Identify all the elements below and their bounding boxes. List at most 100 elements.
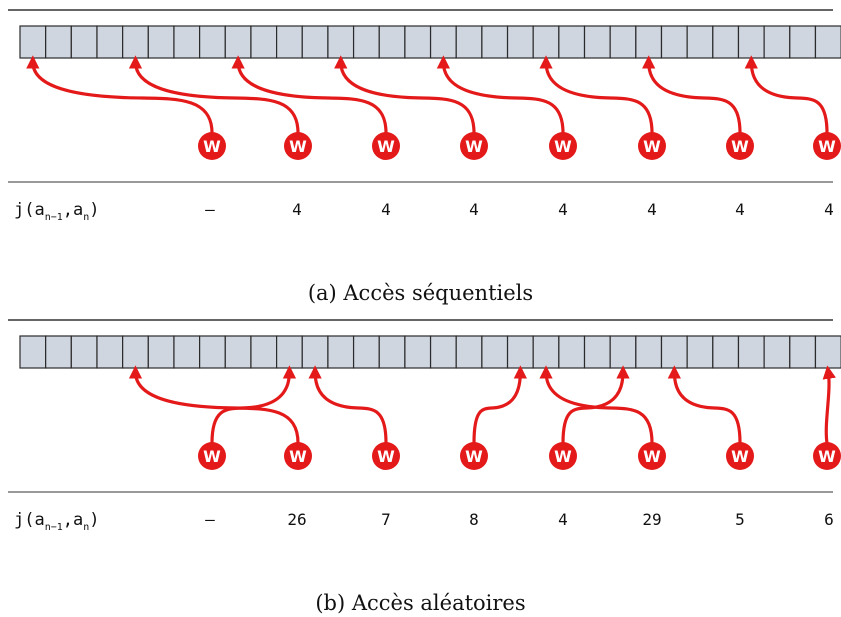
writer-badge-letter: W — [465, 447, 483, 466]
memory-cell — [660, 335, 688, 369]
access-arrow — [641, 55, 742, 135]
writer-badge-icon: W — [372, 442, 400, 470]
writer-badge-icon: W — [638, 132, 666, 160]
distance-value: 4 — [735, 200, 745, 219]
distance-value: – — [205, 510, 215, 529]
memory-cell — [686, 25, 714, 59]
access-arrow — [231, 55, 388, 135]
memory-cell — [737, 335, 765, 369]
memory-cell — [173, 335, 201, 369]
distance-value: 8 — [469, 510, 479, 529]
writer-badge-letter: W — [731, 137, 749, 156]
memory-cell — [70, 335, 98, 369]
writer-badge-icon: W — [284, 132, 312, 160]
distance-value: 7 — [381, 510, 391, 529]
memory-cell — [96, 335, 124, 369]
memory-cell — [814, 335, 841, 369]
writer-badge-icon: W — [372, 132, 400, 160]
access-arrow — [822, 365, 836, 445]
writer-badge-icon: W — [813, 132, 841, 160]
writer-badge-icon: W — [460, 132, 488, 160]
memory-cell — [276, 25, 303, 59]
writer-badge-letter: W — [554, 137, 572, 156]
memory-cell — [301, 25, 329, 59]
memory-cell — [404, 25, 432, 59]
writer-badge-letter: W — [377, 447, 395, 466]
memory-cell — [45, 25, 72, 59]
writer-badge-letter: W — [554, 447, 572, 466]
memory-cell — [122, 335, 149, 369]
writer-badge-icon: W — [460, 442, 488, 470]
memory-cell — [635, 335, 663, 369]
memory-cell — [352, 335, 380, 369]
access-arrow — [539, 55, 654, 135]
memory-cell — [250, 25, 278, 59]
writer-badge-letter: W — [289, 137, 307, 156]
writer-badge-icon: W — [726, 442, 754, 470]
access-arrow — [667, 365, 742, 445]
writer-badge-letter: W — [465, 137, 483, 156]
memory-cell — [712, 25, 740, 59]
distance-value: 4 — [824, 200, 834, 219]
memory-cell — [609, 25, 637, 59]
distance-value: 4 — [469, 200, 479, 219]
memory-cell — [429, 335, 457, 369]
memory-cell — [712, 335, 740, 369]
writer-badge-letter: W — [289, 447, 307, 466]
access-arrow — [308, 365, 388, 445]
memory-cell — [814, 25, 841, 59]
writer-badge-icon: W — [198, 132, 226, 160]
access-arrow — [26, 55, 214, 135]
access-arrow — [128, 365, 300, 445]
memory-cell — [224, 25, 252, 59]
memory-cell — [558, 25, 586, 59]
writer-badge-icon: W — [726, 132, 754, 160]
access-arrow — [334, 55, 476, 135]
memory-cell — [224, 335, 252, 369]
writer-badge-icon: W — [549, 442, 577, 470]
memory-array — [19, 335, 841, 369]
memory-cell — [660, 25, 688, 59]
memory-cell — [686, 335, 714, 369]
memory-cell — [352, 25, 380, 59]
distance-value: 4 — [381, 200, 391, 219]
memory-cell — [635, 25, 663, 59]
access-arrow — [128, 55, 300, 135]
distance-value: 26 — [287, 510, 306, 529]
access-arrow — [539, 365, 654, 445]
distance-value: 5 — [735, 510, 745, 529]
writer-badge-letter: W — [731, 447, 749, 466]
access-arrow — [472, 365, 528, 445]
distance-value: 4 — [558, 200, 568, 219]
distance-value: 4 — [647, 200, 657, 219]
memory-cell — [506, 25, 534, 59]
access-arrow — [436, 55, 565, 135]
memory-cell — [327, 25, 355, 59]
memory-cell — [455, 25, 483, 59]
memory-cell — [737, 25, 765, 59]
writer-badge-letter: W — [643, 447, 661, 466]
distance-label: j(an−1,an) — [14, 200, 100, 223]
memory-cell — [327, 335, 355, 369]
distance-value: 4 — [292, 200, 302, 219]
memory-cell — [378, 335, 406, 369]
panel-caption: (a) Accès séquentiels — [308, 281, 533, 305]
writer-badge-icon: W — [638, 442, 666, 470]
writer-badge-icon: W — [198, 442, 226, 470]
memory-cell — [481, 335, 509, 369]
memory-cell — [763, 335, 791, 369]
memory-cell — [45, 335, 72, 369]
distance-label: j(an−1,an) — [14, 510, 100, 533]
writer-badge-letter: W — [203, 447, 221, 466]
memory-cell — [558, 335, 586, 369]
memory-cell — [609, 335, 637, 369]
memory-cell — [70, 25, 98, 59]
distance-value: 6 — [824, 510, 834, 529]
memory-cell — [378, 25, 406, 59]
access-arrows — [26, 55, 829, 135]
